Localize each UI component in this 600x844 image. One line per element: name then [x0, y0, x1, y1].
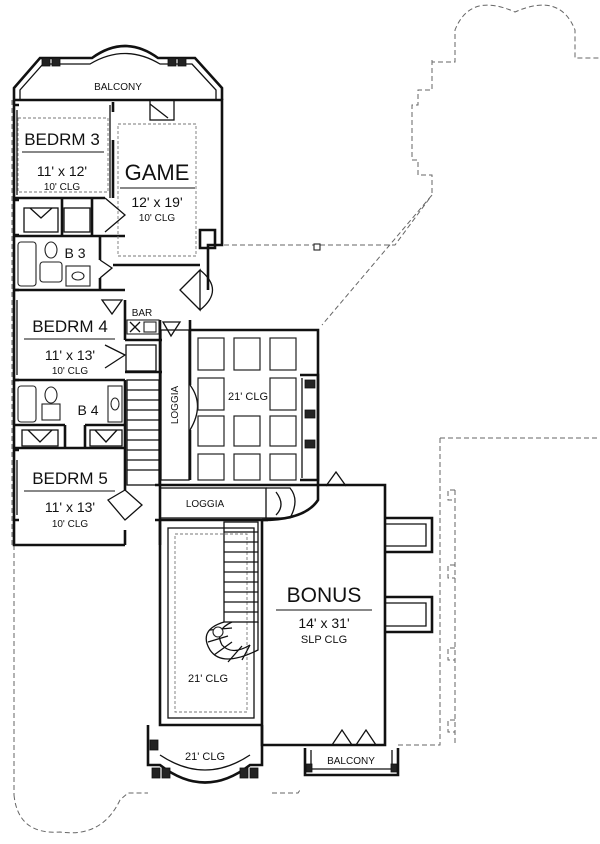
loggia-vertical: LOGGIA	[160, 329, 199, 481]
bonus-room: BONUS 14' x 31' SLP CLG	[260, 470, 434, 747]
game-room-details	[117, 99, 321, 312]
balcony-bottom-label: BALCONY	[327, 756, 375, 767]
bedroom-5-name: BEDRM 5	[32, 469, 108, 488]
bedroom-3-name: BEDRM 3	[24, 130, 100, 149]
bonus-room-size: 14' x 31'	[298, 615, 349, 631]
bath-3-label: B 3	[64, 245, 85, 261]
closets-bed3	[23, 207, 91, 233]
open-area-ceiling: 21' CLG	[228, 391, 268, 403]
bottom-balcony: BALCONY	[303, 748, 400, 777]
bonus-room-name: BONUS	[287, 584, 362, 607]
interior-walls	[14, 102, 320, 545]
staircase-left	[126, 379, 160, 486]
game-room: GAME 12' x 19' 10' CLG	[120, 160, 195, 224]
bedroom-5: BEDRM 5 11' x 13' 10' CLG	[24, 469, 143, 530]
game-room-size: 12' x 19'	[131, 194, 182, 210]
bath-4-label: B 4	[77, 402, 98, 418]
loggia-vertical-label: LOGGIA	[170, 386, 181, 425]
stair-hall: 21' CLG	[158, 520, 262, 727]
balcony-top-label: BALCONY	[94, 82, 142, 93]
entry-bay-ceiling: 21' CLG	[185, 751, 225, 763]
bonus-room-ceiling: SLP CLG	[301, 634, 347, 646]
bedroom-4-name: BEDRM 4	[32, 317, 108, 336]
bedroom-3-size: 11' x 12'	[37, 163, 87, 179]
bedroom-3-ceiling: 10' CLG	[44, 182, 81, 193]
bedroom-4-ceiling: 10' CLG	[52, 366, 89, 377]
bedroom-4: BEDRM 4 11' x 13' 10' CLG	[24, 317, 157, 377]
bath-4: B 4	[17, 385, 123, 447]
bedroom-5-size: 11' x 13'	[45, 499, 95, 515]
loggia-horizontal-label: LOGGIA	[186, 499, 225, 510]
bath-3: B 3	[17, 241, 114, 287]
entry-bay: 21' CLG	[146, 725, 264, 784]
bedroom-4-size: 11' x 13'	[45, 347, 95, 363]
bar: BAR	[100, 299, 182, 338]
top-balcony: BALCONY	[12, 44, 224, 100]
game-room-name: GAME	[125, 160, 190, 185]
bar-label: BAR	[132, 308, 153, 319]
loggia-horizontal: LOGGIA	[159, 487, 296, 519]
bedroom-5-ceiling: 10' CLG	[52, 519, 89, 530]
roof-outline	[11, 4, 600, 834]
bedroom-3: BEDRM 3 11' x 12' 10' CLG	[17, 117, 127, 233]
coffered-ceiling-grid: 21' CLG	[197, 337, 316, 481]
game-room-ceiling: 10' CLG	[139, 213, 176, 224]
stair-hall-ceiling: 21' CLG	[188, 673, 228, 685]
